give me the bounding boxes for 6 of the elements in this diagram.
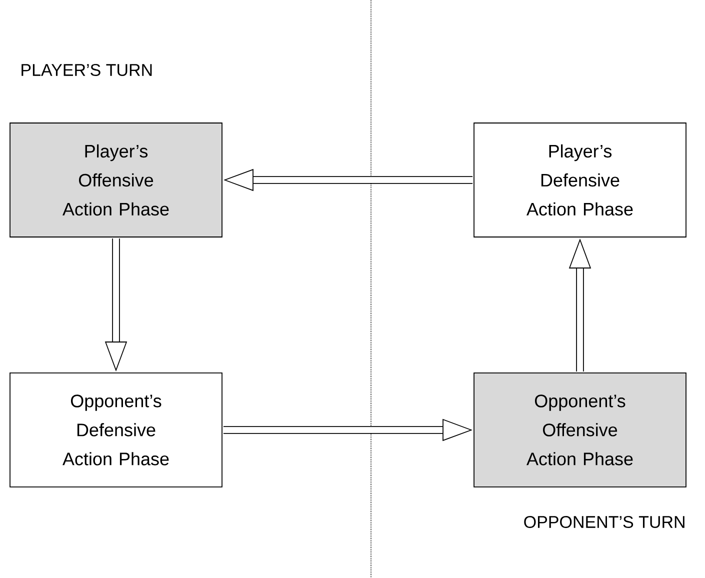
phase-box: Opponent’s Defensive Action Phase <box>10 372 222 488</box>
turn-label: PLAYER’S TURN <box>22 64 152 76</box>
phase-box: Player’s Offensive Action Phase <box>10 122 222 238</box>
phase-box: Opponent’s Offensive Action Phase <box>474 372 686 488</box>
phase-box: Player’s Defensive Action Phase <box>474 122 686 238</box>
turn-label: OPPONENT’S TURN <box>524 516 684 528</box>
